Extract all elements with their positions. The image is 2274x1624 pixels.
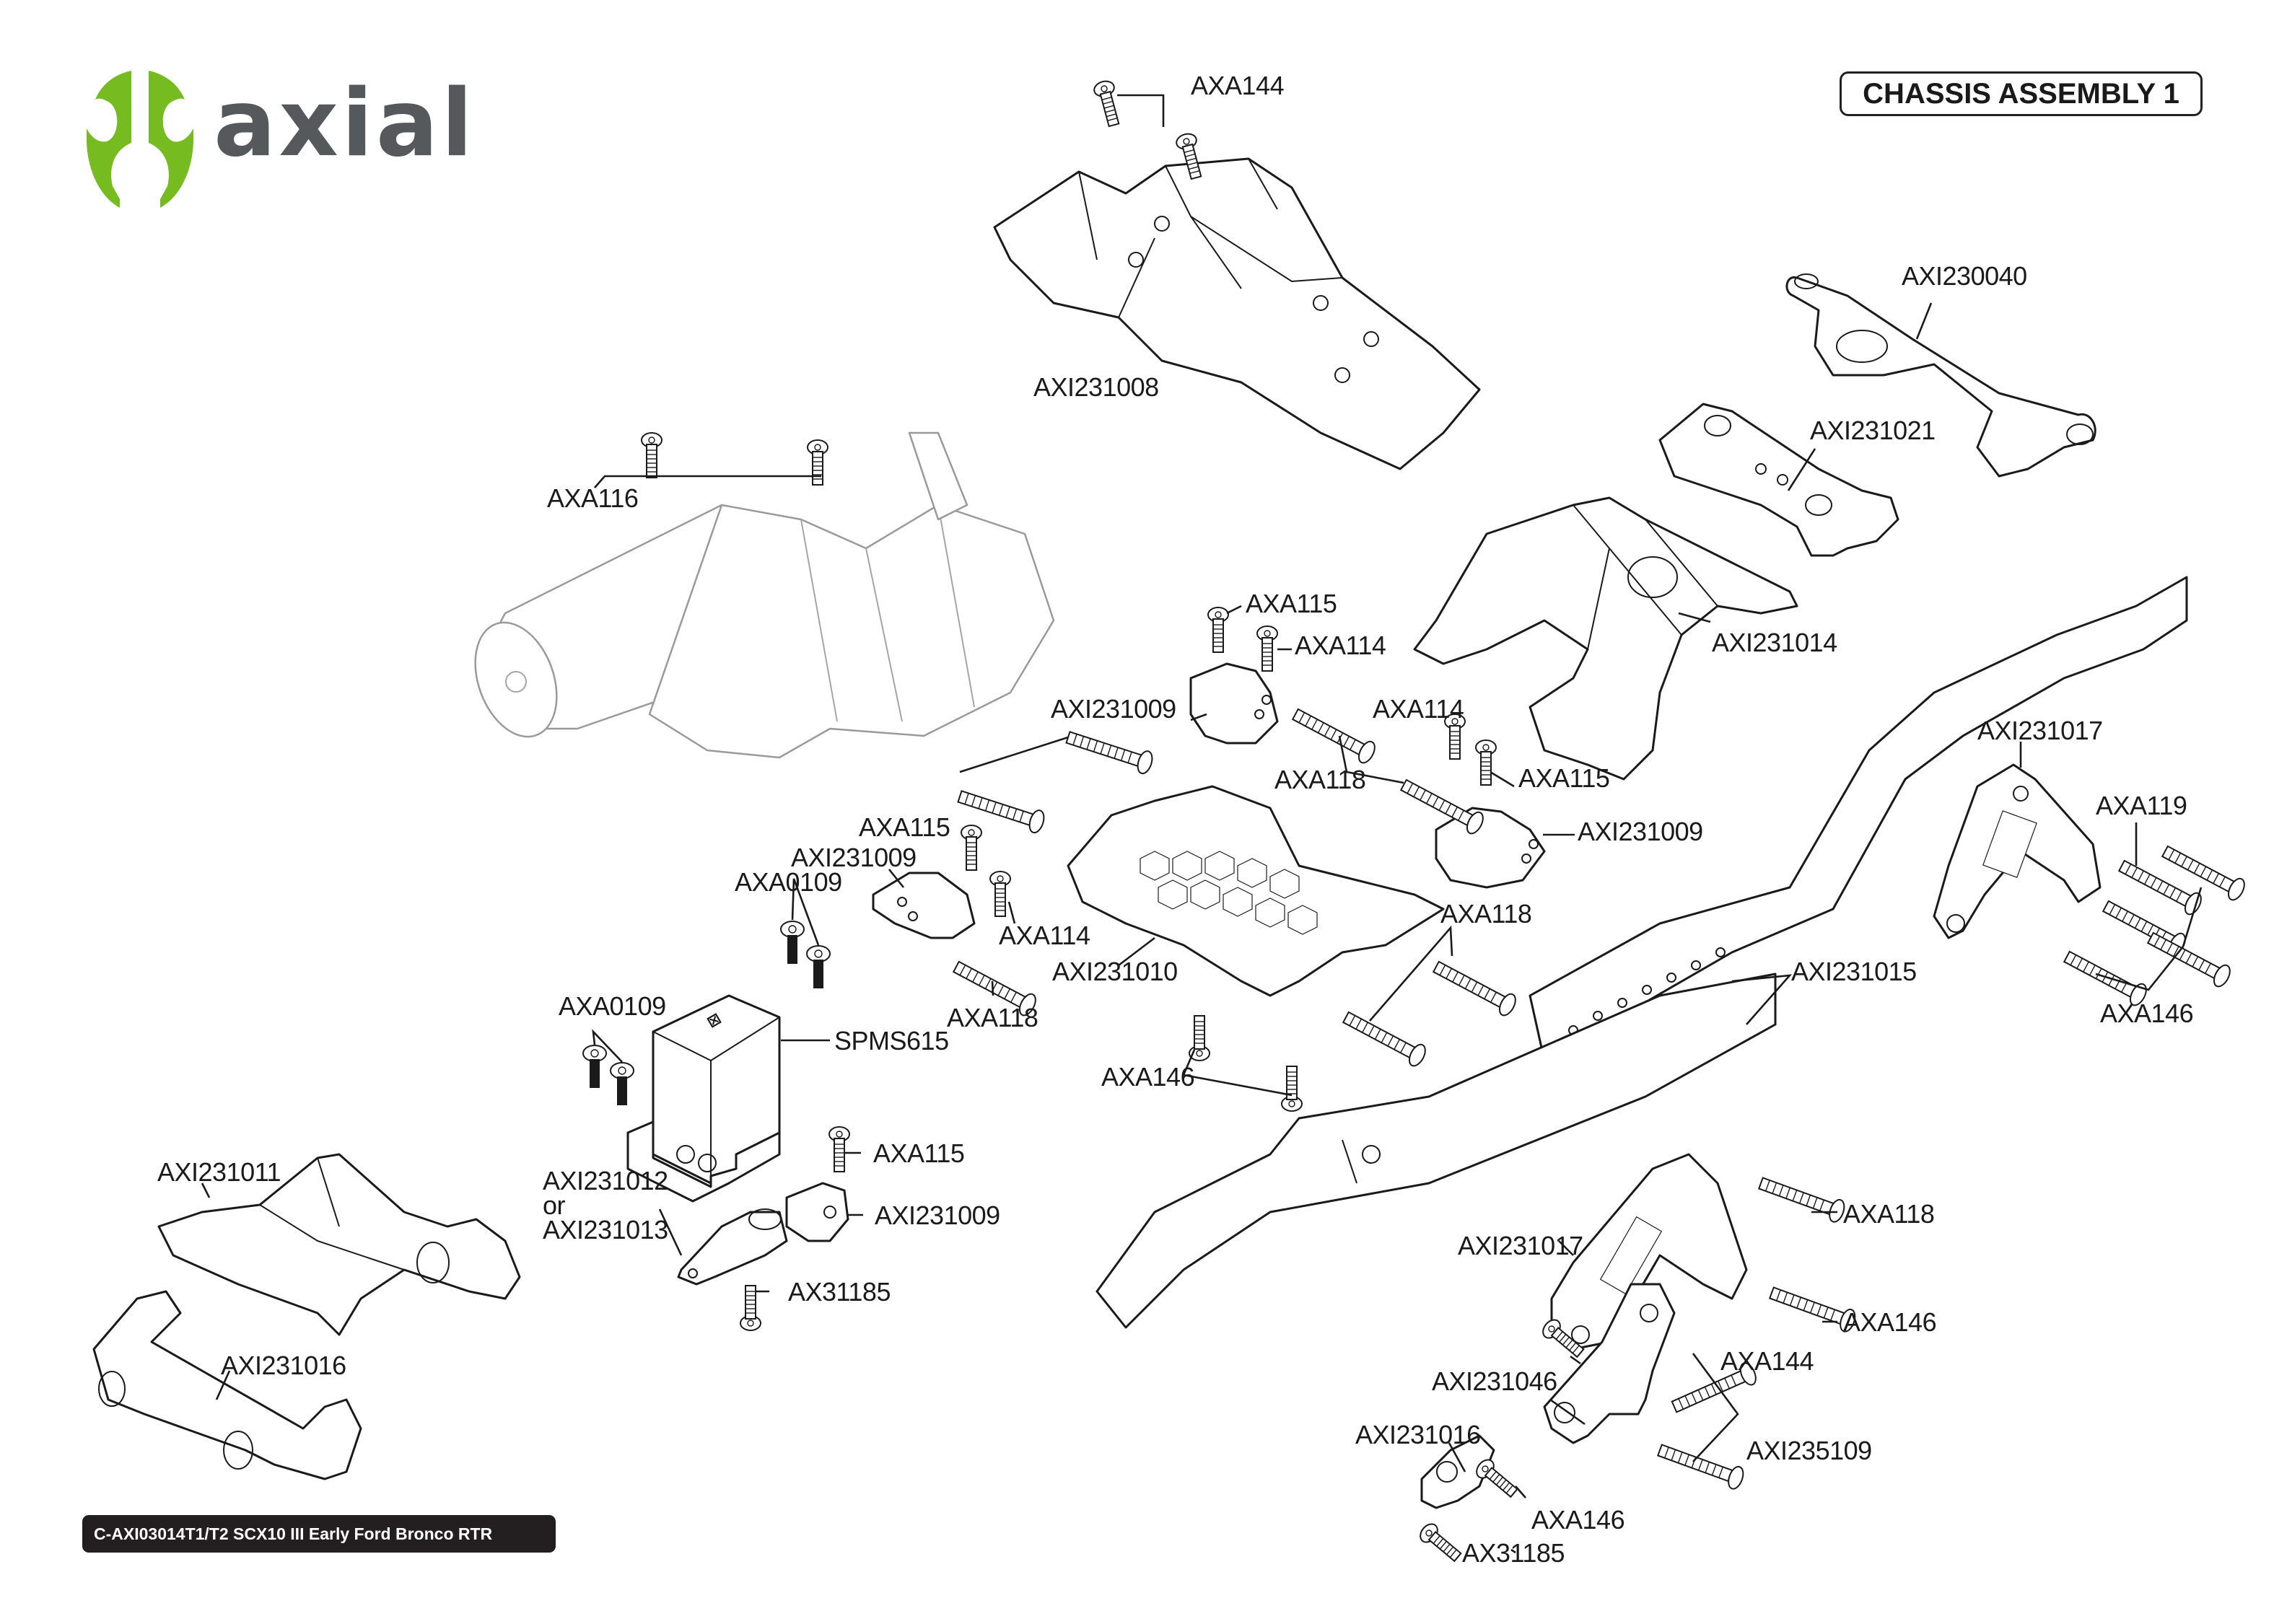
frame-rail-hole-row — [1568, 947, 1726, 1035]
part-label: AX31185 — [788, 1277, 891, 1307]
frame-rail-upper-part — [1529, 576, 2188, 1062]
part-label: AXI231008 — [1033, 372, 1159, 402]
servo-part: ⊠ — [626, 994, 781, 1203]
page-title-text: CHASSIS ASSEMBLY 1 — [1863, 77, 2179, 110]
part-label: AXA146 — [2100, 998, 2194, 1028]
part-label: AXA114 — [999, 921, 1090, 950]
part-label: AXI231010 — [1052, 957, 1178, 986]
frame-rail-lower-part — [1096, 973, 1777, 1329]
servo-horn-label-or: or — [543, 1190, 566, 1220]
transmission-motor-part — [474, 431, 1055, 759]
part-label: AXA0109 — [735, 867, 842, 897]
honeycomb-grid — [1140, 851, 1318, 935]
servo-mount-part — [785, 1182, 849, 1242]
center-mount-left-part — [1189, 662, 1279, 745]
part-label: AXA116 — [547, 483, 639, 513]
part-label: AXA146 — [1843, 1307, 1937, 1337]
model-footer-badge: C-AXI03014T1/T2 SCX10 III Early Ford Bro… — [82, 1515, 556, 1553]
part-label: AXA118 — [1843, 1199, 1935, 1229]
axle-guard-part — [92, 1290, 362, 1480]
axial-logo-wordmark: axial — [214, 70, 476, 177]
part-label: AXI231011 — [157, 1157, 281, 1187]
part-label: AXA118 — [947, 1003, 1038, 1032]
part-label: AXA144 — [1720, 1346, 1814, 1376]
part-label: SPMS615 — [834, 1026, 949, 1055]
part-label: AXA118 — [1274, 765, 1366, 794]
bumper-mount-part — [1785, 273, 2096, 478]
part-label: AXI231021 — [1810, 416, 1936, 445]
part-label: AXA119 — [2096, 791, 2187, 820]
part-label: AXI231016 — [221, 1351, 346, 1380]
part-label: AXA115 — [873, 1138, 965, 1168]
center-skid-part — [1067, 785, 1445, 997]
servo-horn-part — [677, 1208, 788, 1286]
part-label: AXI230040 — [1902, 261, 2027, 291]
rear-shock-tower-part — [1933, 763, 2102, 939]
part-label: AXI231046 — [1432, 1366, 1557, 1396]
part-label: AXI231015 — [1791, 957, 1917, 986]
front-bumper-part — [157, 1153, 521, 1336]
part-label: AXA115 — [1518, 763, 1610, 793]
link-mount-small-part — [1420, 1434, 1495, 1509]
center-mount-right-part — [1435, 807, 1546, 889]
part-label: AXI231009 — [875, 1201, 1000, 1230]
battery-tray-part — [1413, 496, 1798, 781]
part-label: AXA0109 — [559, 991, 666, 1021]
part-label: AXI231009 — [791, 843, 917, 872]
part-label: AXI231017 — [1458, 1231, 1583, 1260]
part-label: AXA118 — [1440, 899, 1532, 929]
servo-horn-label-line1: AXI231012 — [543, 1166, 668, 1195]
part-label: AXI231016 — [1355, 1420, 1481, 1449]
part-label: AXI235109 — [1746, 1436, 1872, 1465]
part-label: AXI231009 — [1578, 817, 1703, 846]
skid-plate-part — [993, 157, 1481, 470]
part-label: AXA144 — [1191, 71, 1285, 100]
servo-horn-label-line2: AXI231013 — [543, 1215, 668, 1245]
page-title: CHASSIS ASSEMBLY 1 — [1840, 71, 2203, 116]
model-footer-text: C-AXI03014T1/T2 SCX10 III Early Ford Bro… — [94, 1524, 493, 1543]
shock-tower-mesh — [1982, 810, 2037, 878]
part-label: AXA114 — [1373, 694, 1464, 724]
servo-horn-label: AXI231012 or AXI231013 — [543, 1166, 668, 1245]
link-mount-part — [1543, 1283, 1676, 1444]
part-label: AXA146 — [1531, 1505, 1625, 1535]
part-label: AX31185 — [1462, 1538, 1565, 1568]
part-label: AXI231014 — [1712, 628, 1837, 657]
part-label: AXA115 — [1246, 589, 1337, 618]
part-label: AXA114 — [1295, 631, 1386, 660]
axial-logo-icon — [86, 71, 194, 208]
part-label: AXA115 — [859, 812, 950, 842]
part-label: AXA146 — [1101, 1062, 1195, 1092]
shock-hoop-part — [1658, 403, 1899, 557]
rear-mount-part — [872, 872, 976, 939]
part-label: AXI231009 — [1051, 694, 1176, 724]
part-label: AXI231017 — [1977, 716, 2103, 745]
